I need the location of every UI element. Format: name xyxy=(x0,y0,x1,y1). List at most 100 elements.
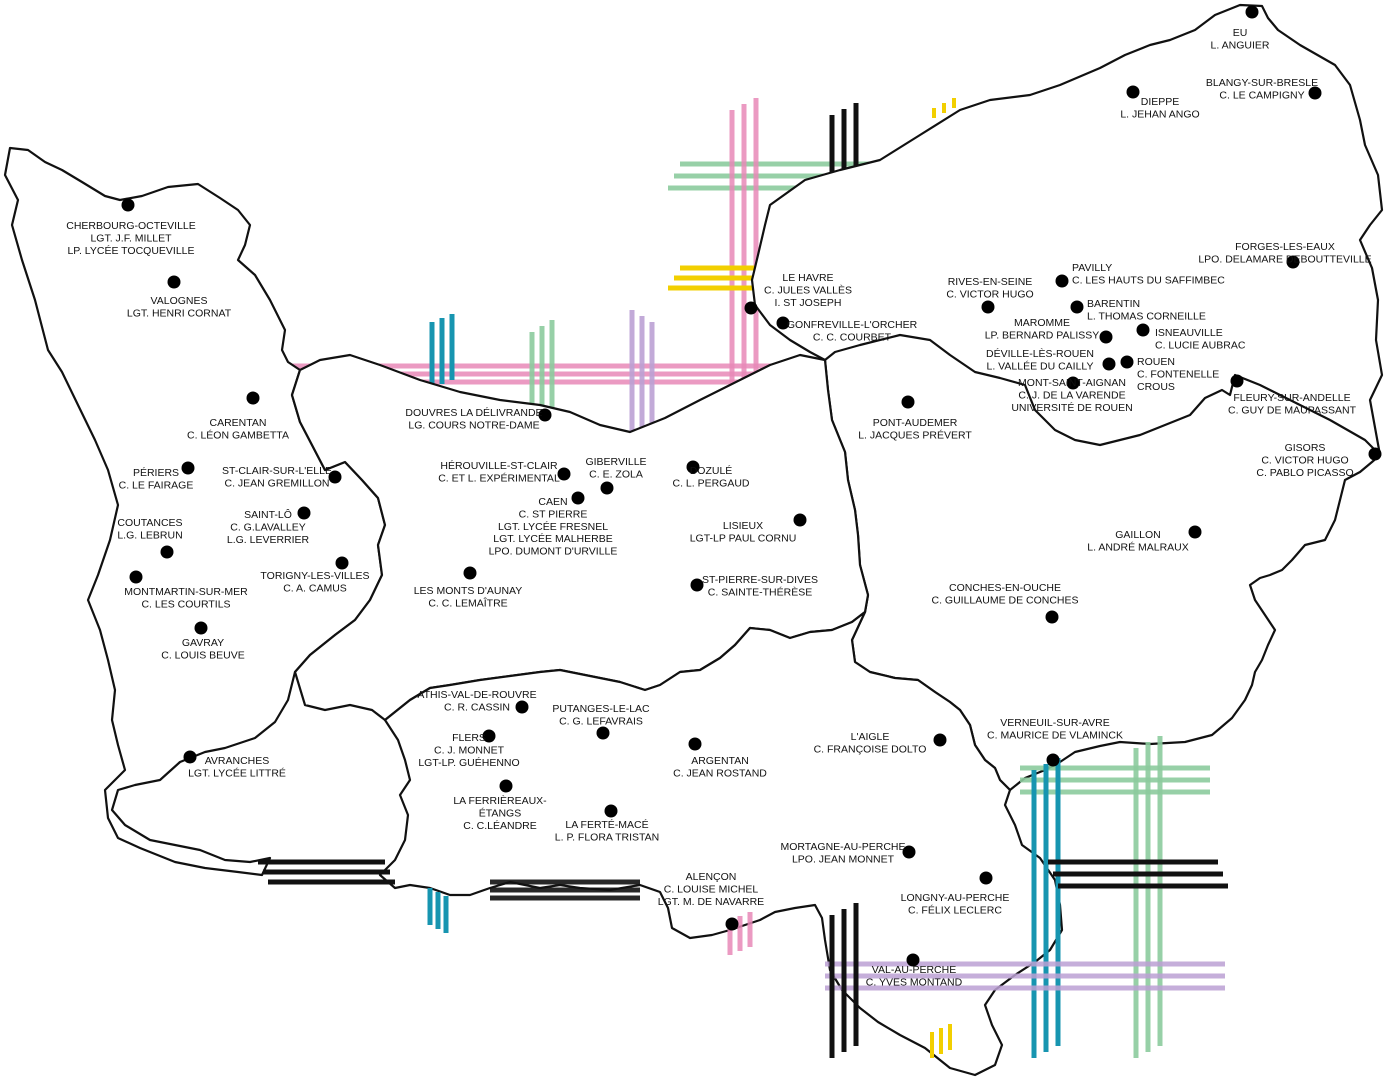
site-marker-avranches[interactable] xyxy=(183,750,197,764)
site-marker-valognes[interactable] xyxy=(167,275,181,289)
site-label-line: C. LOUIS BEUVE xyxy=(161,649,244,661)
site-label-line: LGT. HENRI CORNAT xyxy=(127,307,232,319)
site-label-line: L. ANGUIER xyxy=(1211,39,1270,51)
site-marker-rouen[interactable] xyxy=(1120,355,1134,369)
site-label-line: ISNEAUVILLE xyxy=(1155,327,1223,339)
site-marker-rives-en-seine[interactable] xyxy=(981,300,995,314)
site-label-line: DOUVRES LA DÉLIVRANDE xyxy=(405,406,542,419)
site-marker-lisieux[interactable] xyxy=(793,513,807,527)
site-label-line: LONGNY-AU-PERCHE xyxy=(901,892,1010,904)
site-marker-pont-audemer[interactable] xyxy=(901,395,915,409)
site-marker-carentan[interactable] xyxy=(246,391,260,405)
site-marker-argentan[interactable] xyxy=(688,737,702,751)
site-marker-gonfreville-l-orcher[interactable] xyxy=(776,316,790,330)
site-label-line: C. FÉLIX LECLERC xyxy=(908,903,1002,916)
site-marker-coutances[interactable] xyxy=(160,545,174,559)
site-label-line: ST-CLAIR-SUR-L'ELLE xyxy=(222,465,332,477)
site-marker-giberville[interactable] xyxy=(600,481,614,495)
site-label-line: FORGES-LES-EAUX xyxy=(1235,241,1335,253)
site-label-line: L. ANDRÉ MALRAUX xyxy=(1087,540,1189,553)
site-label-line: C. VICTOR HUGO xyxy=(946,288,1033,300)
site-label-line: ATHIS-VAL-DE-ROUVRE xyxy=(417,689,536,701)
site-label-line: I. ST JOSEPH xyxy=(775,297,842,309)
site-marker-douvres-la-delivrande[interactable] xyxy=(538,408,552,422)
site-marker-gavray[interactable] xyxy=(194,621,208,635)
site-marker-periers[interactable] xyxy=(181,461,195,475)
site-marker-forges-les-eaux[interactable] xyxy=(1286,255,1300,269)
site-marker-l-aigle[interactable] xyxy=(933,733,947,747)
site-label-line: CAEN xyxy=(538,496,567,508)
site-marker-longny-au-perche[interactable] xyxy=(979,871,993,885)
site-label-line: PONT-AUDEMER xyxy=(873,417,958,429)
site-label-line: C. J. DE LA VARENDE xyxy=(1018,389,1125,401)
site-marker-la-ferte-mace[interactable] xyxy=(604,804,618,818)
site-label-line: LGT. LYCÉE MALHERBE xyxy=(493,532,612,545)
site-label-line: L. JACQUES PRÉVERT xyxy=(858,428,972,441)
site-marker-gaillon[interactable] xyxy=(1188,525,1202,539)
site-label-line: DIEPPE xyxy=(1141,96,1180,108)
site-label-line: LP. LYCÉE TOCQUEVILLE xyxy=(67,244,194,257)
site-marker-eu[interactable] xyxy=(1245,5,1259,19)
site-marker-val-au-perche[interactable] xyxy=(906,953,920,967)
site-marker-alencon[interactable] xyxy=(725,917,739,931)
site-label-line: ROUEN xyxy=(1137,356,1175,368)
site-marker-herouville-st-clair[interactable] xyxy=(557,467,571,481)
site-marker-blangy-sur-bresle[interactable] xyxy=(1308,86,1322,100)
site-marker-mont-saint-aignan[interactable] xyxy=(1066,376,1080,390)
site-marker-conches-en-ouche[interactable] xyxy=(1045,610,1059,624)
site-label-line: LGT-LP PAUL CORNU xyxy=(690,532,797,544)
site-label-line: RIVES-EN-SEINE xyxy=(948,276,1033,288)
site-label-line: C. FRANÇOISE DOLTO xyxy=(814,743,927,755)
site-marker-st-clair-sur-l-elle[interactable] xyxy=(328,470,342,484)
site-marker-saint-lo[interactable] xyxy=(297,506,311,520)
site-marker-dozule[interactable] xyxy=(686,460,700,474)
site-marker-dieppe[interactable] xyxy=(1126,85,1140,99)
site-marker-montmartin-sur-mer[interactable] xyxy=(129,570,143,584)
site-label-line: FLEURY-SUR-ANDELLE xyxy=(1233,392,1350,404)
site-marker-athis-val-de-rouvre[interactable] xyxy=(515,700,529,714)
site-label-line: CHERBOURG-OCTEVILLE xyxy=(66,220,196,232)
site-marker-isneauville[interactable] xyxy=(1136,323,1150,337)
site-label-line: LPO. DELAMARE DEBOUTTEVILLE xyxy=(1198,253,1371,265)
site-marker-le-havre[interactable] xyxy=(744,301,758,315)
site-marker-cherbourg-octeville[interactable] xyxy=(121,198,135,212)
site-marker-la-ferriere-aux-etangs[interactable] xyxy=(499,779,513,793)
site-marker-pavilly[interactable] xyxy=(1055,274,1069,288)
site-marker-deville-les-rouen[interactable] xyxy=(1102,357,1116,371)
site-marker-barentin[interactable] xyxy=(1070,300,1084,314)
site-marker-caen[interactable] xyxy=(571,491,585,505)
site-label-line: LISIEUX xyxy=(723,520,763,532)
site-label-line: GAVRAY xyxy=(182,637,224,649)
site-marker-mortagne-au-perche[interactable] xyxy=(902,845,916,859)
site-label-line: C. J. MONNET xyxy=(434,744,505,756)
site-marker-putanges-le-lac[interactable] xyxy=(596,726,610,740)
site-label-line: VERNEUIL-SUR-AVRE xyxy=(1000,717,1110,729)
site-marker-fleury-sur-andelle[interactable] xyxy=(1230,374,1244,388)
site-label-line: SAINT-LÔ xyxy=(244,508,292,521)
site-label-line: TORIGNY-LES-VILLES xyxy=(260,570,369,582)
site-marker-st-pierre-sur-dives[interactable] xyxy=(690,578,704,592)
site-marker-les-monts-d-aunay[interactable] xyxy=(463,566,477,580)
site-marker-gisors[interactable] xyxy=(1368,447,1382,461)
site-marker-verneuil-sur-avre[interactable] xyxy=(1046,753,1060,767)
site-marker-maromme[interactable] xyxy=(1099,330,1113,344)
site-label-line: PUTANGES-LE-LAC xyxy=(552,703,650,715)
site-label-line: EU xyxy=(1233,27,1248,39)
site-label-line: GIBERVILLE xyxy=(585,456,646,468)
site-marker-torigny-les-villes[interactable] xyxy=(335,556,349,570)
site-marker-flers[interactable] xyxy=(482,729,496,743)
